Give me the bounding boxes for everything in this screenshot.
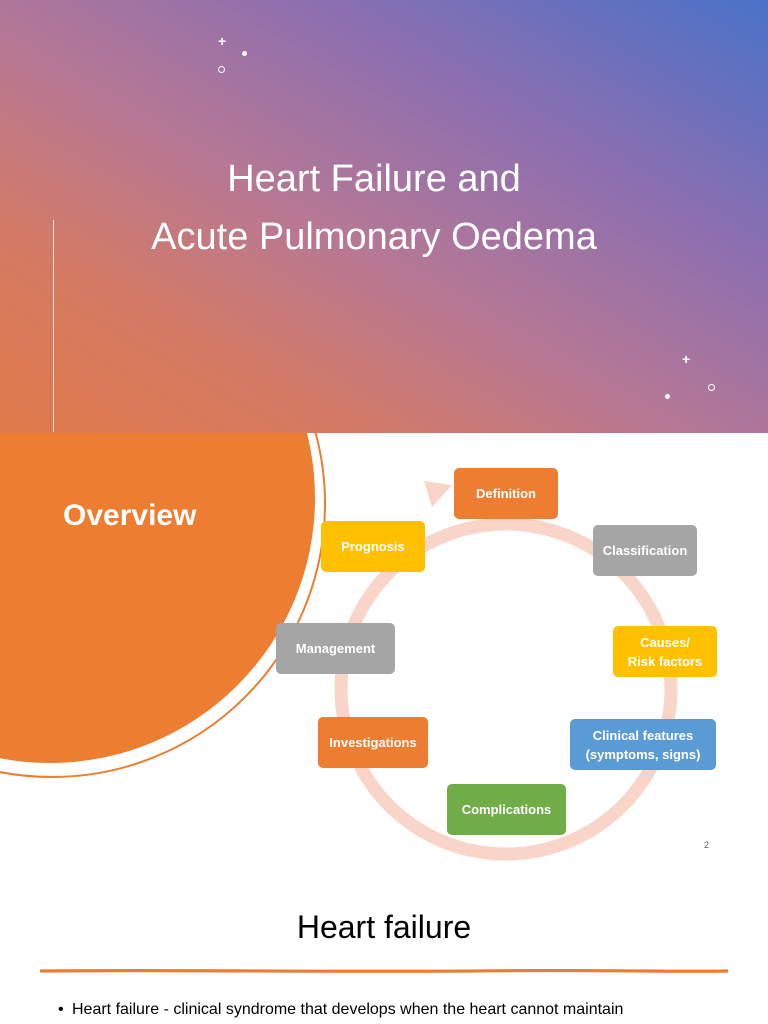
box-label: Complications: [461, 802, 552, 817]
cycle-box-definition: Definition: [454, 468, 558, 519]
cycle-box-complications: Complications: [447, 784, 566, 835]
sparkle-ring-icon: [218, 66, 225, 73]
overview-heading: Overview: [63, 499, 197, 532]
box-label: Definition: [476, 486, 536, 501]
sparkle-ring-icon: [708, 384, 715, 391]
cycle-arrow-diagram: [334, 481, 678, 861]
cycle-box-management: Management: [276, 623, 395, 674]
box-label: Prognosis: [341, 539, 405, 554]
box-label-line-2: Risk factors: [627, 653, 703, 669]
cycle-box-classification: Classification: [593, 525, 697, 576]
box-label-line-2: (symptoms, signs): [585, 746, 701, 762]
box-label: Classification: [602, 543, 688, 558]
slide-title: Heart failure: [296, 909, 472, 945]
cycle-box-causes: Causes/ Risk factors: [613, 626, 717, 677]
sparkle-plus-icon: +: [218, 33, 227, 49]
bullet-text: Heart failure - clinical syndrome that d…: [72, 1001, 624, 1018]
cycle-box-clinical-features: Clinical features (symptoms, signs): [570, 719, 716, 770]
slide-title: Heart Failure and Acute Pulmonary Oedema: [0, 150, 748, 266]
box-label-line-1: Causes/: [640, 634, 690, 650]
title-slide: + + Heart Failure and Acute Pulmonary Oe…: [0, 0, 768, 433]
box-label: Management: [295, 641, 376, 656]
sparkle-dot-icon: [242, 51, 247, 56]
box-label-line-1: Clinical features: [592, 727, 694, 743]
decorative-vertical-line: [53, 220, 54, 432]
bullet-item: • Heart failure - clinical syndrome that …: [58, 1001, 623, 1019]
overview-slide: Overview Definition Classification Cause…: [0, 433, 768, 865]
cycle-box-prognosis: Prognosis: [321, 521, 425, 572]
cycle-ring: [334, 517, 678, 861]
box-label: Investigations: [329, 735, 417, 750]
cycle-arrowhead-icon: [424, 481, 452, 507]
title-line-1: Heart Failure and: [227, 158, 521, 200]
sparkle-dot-icon: [665, 394, 670, 399]
page-number: 2: [704, 840, 710, 850]
sparkle-plus-icon: +: [682, 351, 691, 367]
title-line-2: Acute Pulmonary Oedema: [151, 216, 597, 258]
brush-stroke-divider: [40, 969, 728, 973]
heart-failure-slide: Heart failure • Heart failure - clinical …: [0, 865, 768, 1024]
bullet-icon: •: [58, 1001, 64, 1018]
cycle-box-investigations: Investigations: [318, 717, 428, 768]
